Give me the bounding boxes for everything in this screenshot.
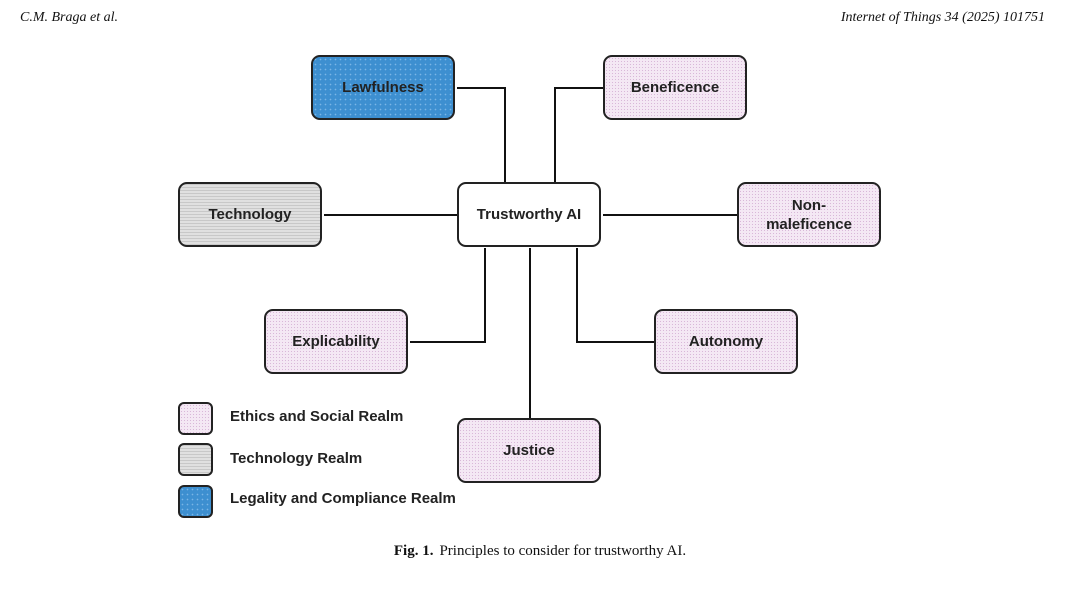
node-justice: Justice xyxy=(457,418,601,483)
legend-swatch-legality xyxy=(178,485,213,518)
figure-label: Fig. 1. xyxy=(393,543,434,559)
line-explicability xyxy=(410,248,486,343)
node-lawfulness: Lawfulness xyxy=(311,55,455,120)
node-autonomy: Autonomy xyxy=(654,309,798,374)
legend-label-technology: Technology Realm xyxy=(230,450,363,467)
running-header-journal: Internet of Things 34 (2025) 101751 xyxy=(840,10,1045,25)
node-trustworthy-ai: Trustworthy AI xyxy=(457,182,601,247)
line-beneficence xyxy=(554,87,603,182)
legend-swatch-ethics xyxy=(178,402,213,435)
node-explicability: Explicability xyxy=(264,309,408,374)
line-lawfulness xyxy=(457,87,506,182)
figure-caption-text: Principles to consider for trustworthy A… xyxy=(439,543,687,559)
node-beneficence: Beneficence xyxy=(603,55,747,120)
running-header-authors: C.M. Braga et al. xyxy=(20,10,118,25)
legend-label-ethics: Ethics and Social Realm xyxy=(230,408,404,425)
legend-swatch-technology xyxy=(178,443,213,476)
node-non-maleficence: Non-maleficence xyxy=(737,182,881,247)
line-autonomy xyxy=(576,248,654,343)
legend-label-legality: Legality and Compliance Realm xyxy=(230,490,456,507)
figure-caption: Fig. 1. Principles to consider for trustw… xyxy=(0,543,1080,560)
node-technology: Technology xyxy=(178,182,322,247)
